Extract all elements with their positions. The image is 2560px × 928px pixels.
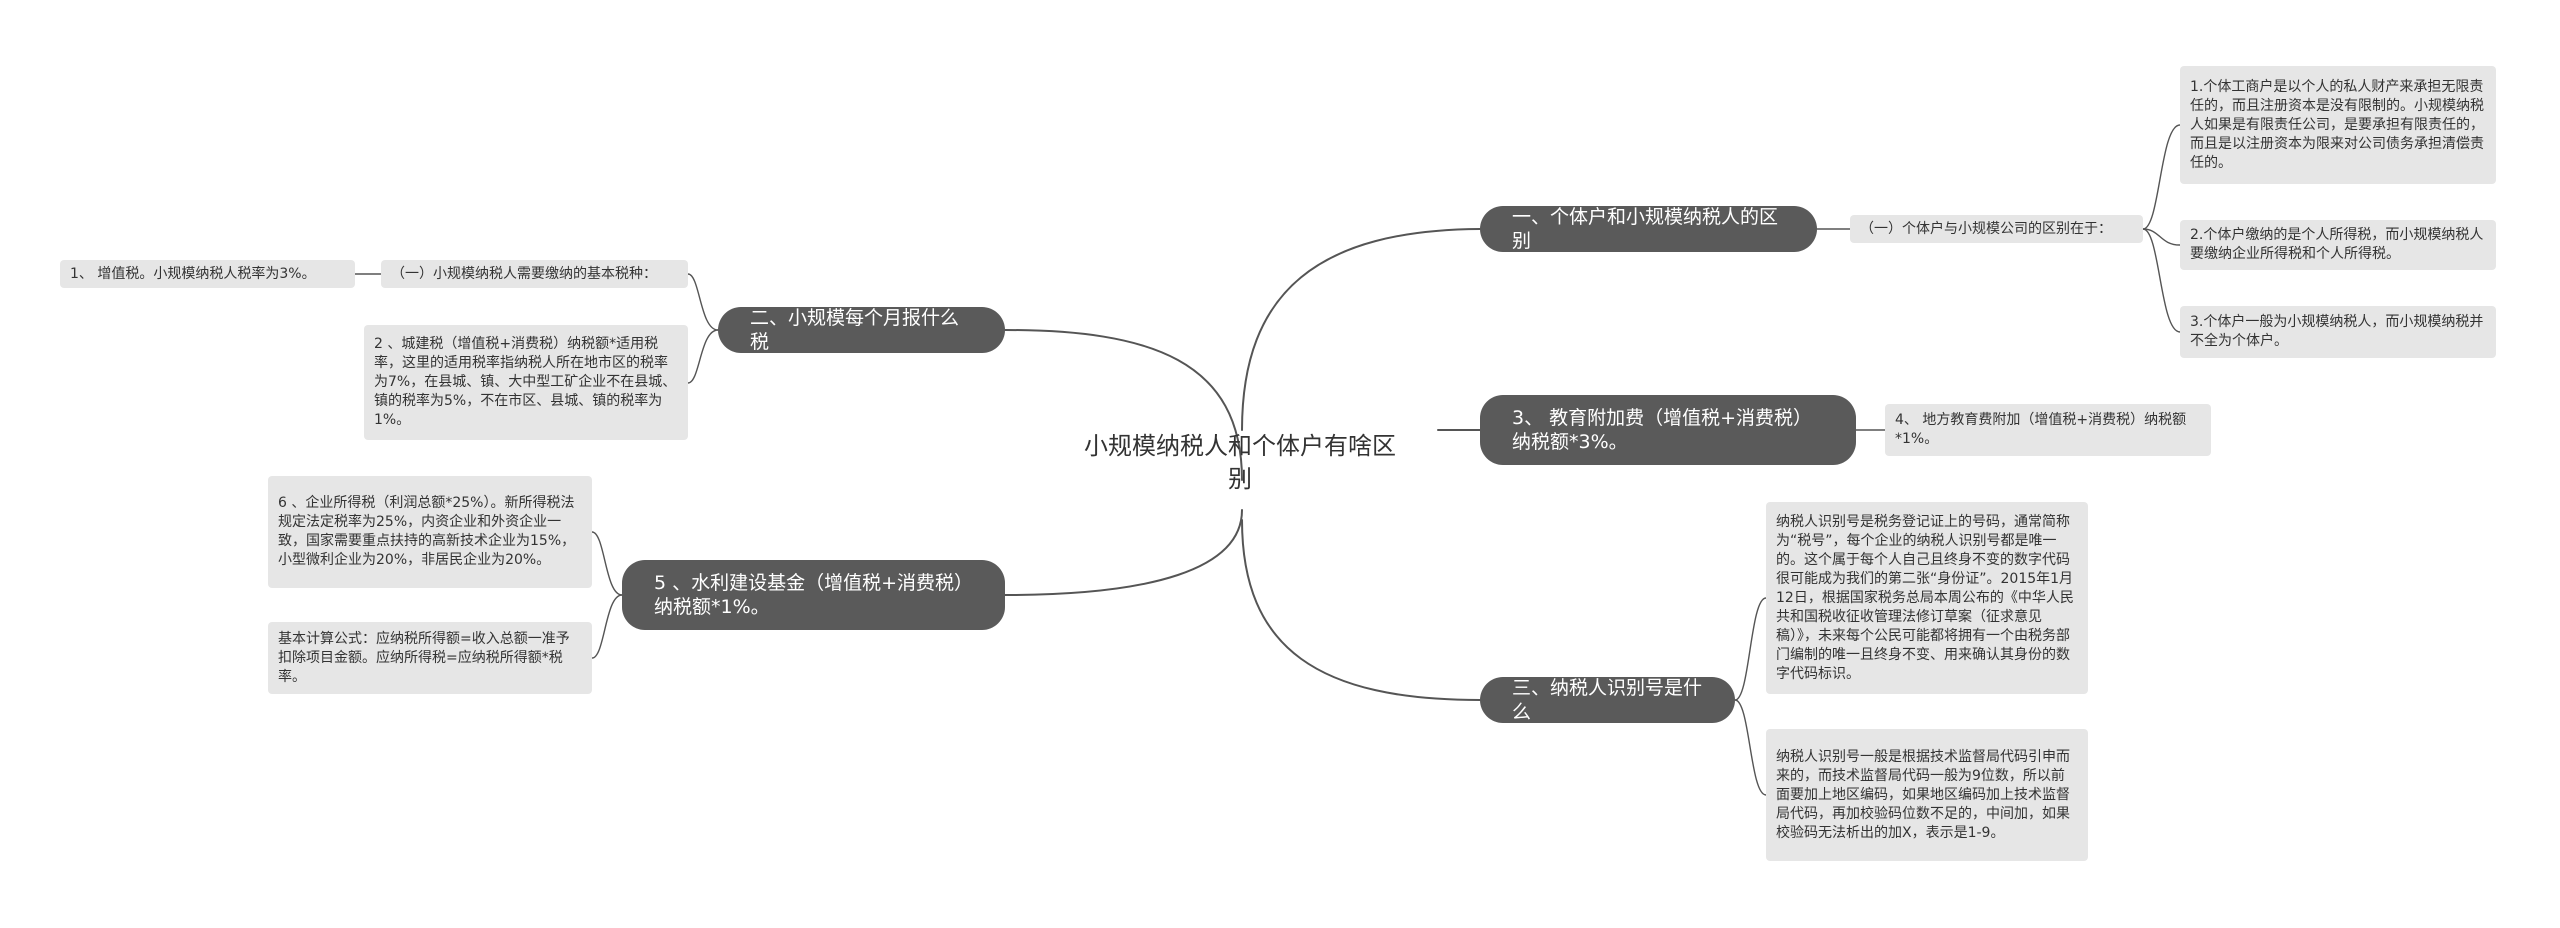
leaf-taxpayer-id-definition[interactable]: 纳税人识别号是税务登记证上的号码，通常简称为“税号”，每个企业的纳税人识别号都是… <box>1766 502 2088 694</box>
link-root-b1 <box>1241 228 1481 431</box>
leaf-label: 2 、城建税（增值税+消费税）纳税额*适用税率，这里的适用税率指纳税人所在地市区… <box>374 336 677 428</box>
branch-label: 3、 教育附加费（增值税+消费税）纳税额*3%。 <box>1512 407 1813 453</box>
leaf-label: 6 、企业所得税（利润总额*25%）。新所得税法规定法定税率为25%，内资企业和… <box>278 495 576 568</box>
leaf-calculation-formula[interactable]: 基本计算公式：应纳税所得额=收入总额一准予扣除项目金额。应纳所得税=应纳税所得额… <box>268 622 592 694</box>
link-root-b4 <box>1004 329 1243 481</box>
leaf-label: 1.个体工商户是以个人的私人财产来承担无限责任的，而且注册资本是没有限制的。小规… <box>2190 78 2484 171</box>
leaf-local-education-surcharge[interactable]: 4、 地方教育费附加（增值税+消费税）纳税额*1%。 <box>1885 404 2211 456</box>
leaf-label: 4、 地方教育费附加（增值税+消费税）纳税额*1%。 <box>1895 412 2187 447</box>
link-child-leaf1 <box>2142 124 2181 230</box>
branch-water-conservancy-fund[interactable]: 5 、水利建设基金（增值税+消费税）纳税额*1%。 <box>622 560 1005 630</box>
sub-topic-label: （一）小规模纳税人需要缴纳的基本税种： <box>391 265 657 282</box>
leaf-label: 纳税人识别号是税务登记证上的号码，通常简称为“税号”，每个企业的纳税人识别号都是… <box>1776 513 2074 682</box>
link-child-leaf3 <box>2142 228 2181 333</box>
link-b5-c1 <box>591 531 623 596</box>
leaf-taxpayer-type[interactable]: 3.个体户一般为小规模纳税人，而小规模纳税并不全为个体户。 <box>2180 306 2496 358</box>
branch-label: 5 、水利建设基金（增值税+消费税）纳税额*1%。 <box>654 572 964 618</box>
leaf-corporate-income-tax[interactable]: 6 、企业所得税（利润总额*25%）。新所得税法规定法定税率为25%，内资企业和… <box>268 476 592 588</box>
link-b4-c1 <box>687 273 719 331</box>
leaf-label: 2.个体户缴纳的是个人所得税，而小规模纳税人要缴纳企业所得税和个人所得税。 <box>2190 227 2484 262</box>
sub-topic-label: （一）个体户与小规模公司的区别在于： <box>1860 220 2112 237</box>
branch-label: 一、个体户和小规模纳税人的区别 <box>1512 206 1779 252</box>
sub-topic-basic-taxes[interactable]: （一）小规模纳税人需要缴纳的基本税种： <box>381 260 688 288</box>
link-b5-c2 <box>591 594 623 659</box>
link-root-b3 <box>1241 519 1481 701</box>
leaf-liability[interactable]: 1.个体工商户是以个人的私人财产来承担无限责任的，而且注册资本是没有限制的。小规… <box>2180 66 2496 184</box>
leaf-label: 纳税人识别号一般是根据技术监督局代码引申而来的，而技术监督局代码一般为9位数，所… <box>1776 748 2070 841</box>
leaf-label: 1、 增值税。小规模纳税人税率为3%。 <box>70 265 316 282</box>
branch-individual-vs-small-taxpayer[interactable]: 一、个体户和小规模纳税人的区别 <box>1480 206 1817 252</box>
sub-topic-differences[interactable]: （一）个体户与小规模公司的区别在于： <box>1850 215 2143 243</box>
branch-label: 三、纳税人识别号是什么 <box>1512 677 1703 723</box>
leaf-label: 3.个体户一般为小规模纳税人，而小规模纳税并不全为个体户。 <box>2190 314 2484 349</box>
link-root-b5 <box>1004 509 1243 596</box>
leaf-taxpayer-id-origin[interactable]: 纳税人识别号一般是根据技术监督局代码引申而来的，而技术监督局代码一般为9位数，所… <box>1766 729 2088 861</box>
branch-taxpayer-id[interactable]: 三、纳税人识别号是什么 <box>1480 677 1735 723</box>
root-topic[interactable]: 小规模纳税人和个体户有啥区别 <box>1080 425 1400 501</box>
leaf-income-tax[interactable]: 2.个体户缴纳的是个人所得税，而小规模纳税人要缴纳企业所得税和个人所得税。 <box>2180 220 2496 270</box>
link-child-leaf2 <box>2142 228 2181 246</box>
branch-education-surcharge[interactable]: 3、 教育附加费（增值税+消费税）纳税额*3%。 <box>1480 395 1856 465</box>
link-b3-c2 <box>1734 699 1767 796</box>
branch-monthly-taxes[interactable]: 二、小规模每个月报什么税 <box>718 307 1005 353</box>
leaf-label: 基本计算公式：应纳税所得额=收入总额一准予扣除项目金额。应纳所得税=应纳税所得额… <box>278 630 570 685</box>
leaf-vat[interactable]: 1、 增值税。小规模纳税人税率为3%。 <box>60 260 355 288</box>
root-topic-label: 小规模纳税人和个体户有啥区别 <box>1084 432 1396 493</box>
branch-label: 二、小规模每个月报什么税 <box>750 307 960 353</box>
link-b3-c1 <box>1734 597 1767 701</box>
link-b4-c2 <box>687 329 719 384</box>
leaf-city-construction-tax[interactable]: 2 、城建税（增值税+消费税）纳税额*适用税率，这里的适用税率指纳税人所在地市区… <box>364 325 688 440</box>
